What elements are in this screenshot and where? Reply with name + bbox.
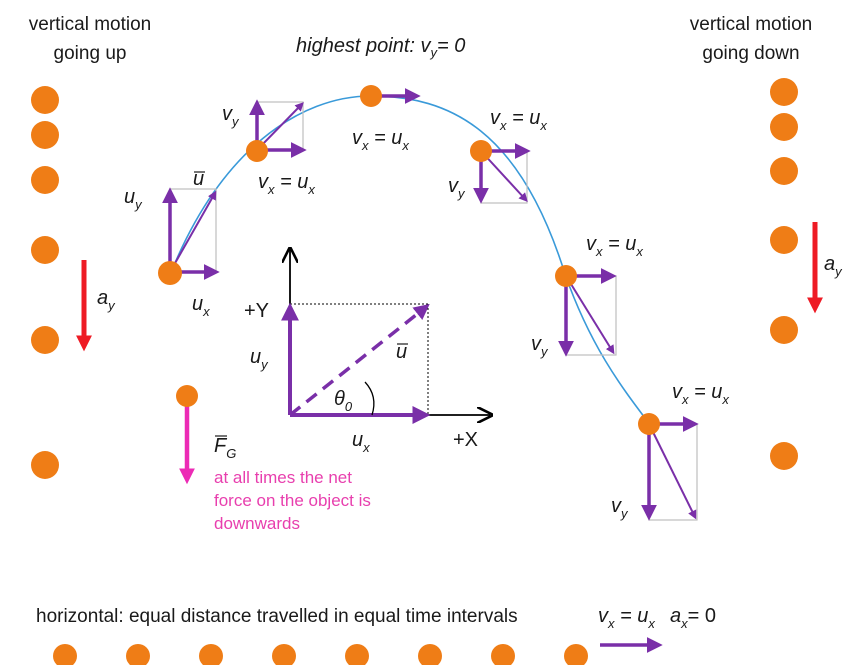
trajectory-curve [169, 95, 649, 423]
right-ball-2 [770, 113, 798, 141]
label-plus-x: +X [453, 429, 478, 451]
bottom-ball-7 [491, 644, 515, 665]
label-u-vec-axes: u [396, 341, 407, 363]
label-ay-right: ay [824, 253, 843, 279]
force-ball [176, 385, 198, 407]
right-ball-5 [770, 316, 798, 344]
label-vx-ux-apex: vx = ux [352, 127, 409, 153]
traj-ball-2 [246, 140, 268, 162]
left-ball-2 [31, 121, 59, 149]
label-ux-launch: ux [192, 293, 210, 319]
component-axes-diagram [281, 250, 490, 424]
footer-ax: ax= 0 [670, 605, 716, 631]
label-vx-ux-d2: vx = ux [586, 233, 643, 259]
left-ball-3 [31, 166, 59, 194]
left-ball-1 [31, 86, 59, 114]
force-note-line2: force on the object is [214, 491, 371, 510]
launch-point-vectors [162, 187, 220, 280]
label-ux-axes: ux [352, 429, 370, 455]
label-ay-left: ay [97, 287, 116, 313]
label-vx-ux-rising: vx = ux [258, 171, 315, 197]
force-note-line1: at all times the net [214, 468, 352, 487]
label-plus-y: +Y [244, 300, 269, 322]
label-vy-d2: vy [531, 333, 549, 359]
label-theta: θ0 [334, 388, 353, 414]
apex-caption: highest point: vy= 0 [296, 35, 465, 60]
footer-vx-ux: vx = ux [598, 605, 655, 631]
bottom-ball-1 [53, 644, 77, 665]
balls-group [31, 78, 798, 665]
descend-point-2-vectors [558, 268, 617, 357]
label-fg: FG [214, 435, 236, 461]
right-title-line1: vertical motion [690, 14, 813, 35]
right-ball-1 [770, 78, 798, 106]
bottom-ball-6 [418, 644, 442, 665]
right-title-line2: going down [702, 43, 799, 64]
velocity-vector-u [169, 190, 217, 273]
label-u-vec-launch: u [193, 168, 204, 190]
velocity-vector [565, 275, 615, 355]
traj-ball-4 [470, 140, 492, 162]
velocity-vector [256, 102, 304, 151]
label-uy-axes: uy [250, 346, 269, 372]
footer-caption: horizontal: equal distance travelled in … [36, 606, 518, 627]
right-ball-6 [770, 442, 798, 470]
label-vy-rising: vy [222, 103, 240, 129]
label-vx-ux-d3: vx = ux [672, 381, 729, 407]
velocity-vector [480, 150, 528, 202]
force-note-line3: downwards [214, 514, 300, 533]
bottom-ball-5 [345, 644, 369, 665]
label-vy-d3: vy [611, 495, 629, 521]
left-ball-4 [31, 236, 59, 264]
left-title-line2: going up [54, 43, 127, 64]
bottom-ball-2 [126, 644, 150, 665]
right-ball-4 [770, 226, 798, 254]
u-dashed-vector [288, 304, 430, 417]
traj-ball-6 [638, 413, 660, 435]
right-ball-3 [770, 157, 798, 185]
bottom-ball-3 [199, 644, 223, 665]
bottom-ball-4 [272, 644, 296, 665]
bottom-ball-8 [564, 644, 588, 665]
traj-ball-1 [158, 261, 182, 285]
label-uy-launch: uy [124, 186, 143, 212]
theta-angle-arc [364, 381, 375, 416]
left-ball-6 [31, 451, 59, 479]
descend-point-3-vectors [641, 416, 699, 521]
label-vx-ux-d1: vx = ux [490, 107, 547, 133]
traj-ball-3 [360, 85, 382, 107]
left-ball-5 [31, 326, 59, 354]
traj-ball-5 [555, 265, 577, 287]
label-vy-d1: vy [448, 175, 466, 201]
velocity-vector [648, 423, 697, 520]
left-title-line1: vertical motion [29, 14, 152, 35]
